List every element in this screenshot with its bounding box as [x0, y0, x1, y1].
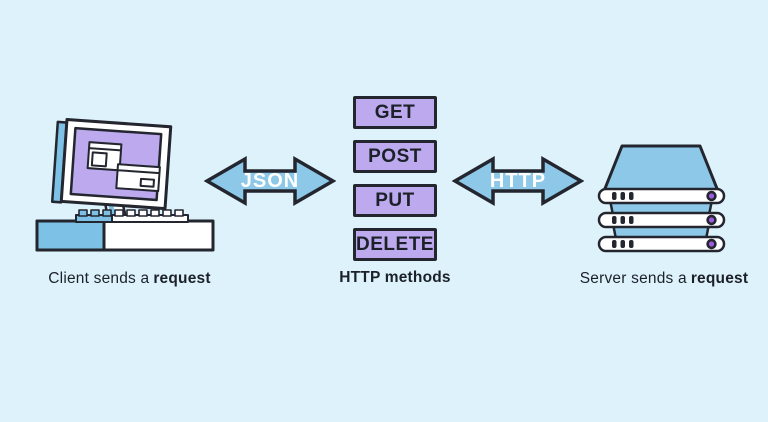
screen-window-2	[115, 163, 161, 193]
http-methods-list: GET POST PUT DELETE	[353, 96, 437, 261]
keyboard-icon	[35, 209, 215, 252]
server-hood	[602, 144, 720, 193]
method-delete: DELETE	[353, 228, 437, 261]
client-caption-text: Client sends a	[48, 270, 150, 287]
server-stack-icon	[597, 144, 726, 253]
double-arrow-icon	[452, 155, 584, 207]
http-arrow-label: HTTP	[489, 169, 547, 192]
json-arrow: JSON	[204, 154, 336, 208]
server-caption-text: Server sends a	[579, 270, 687, 287]
methods-caption: HTTP methods	[339, 269, 451, 286]
method-post: POST	[353, 140, 437, 173]
client-computer-icon	[35, 118, 215, 252]
server-caption-bold: request	[690, 270, 749, 287]
keyboard-keys	[78, 209, 184, 217]
server-bay	[597, 235, 726, 253]
server-bay	[597, 187, 726, 205]
screen-window-1	[86, 141, 123, 172]
server-bay	[597, 211, 726, 229]
http-arrow: HTTP	[452, 154, 584, 208]
double-arrow-icon	[204, 155, 336, 207]
method-get: GET	[353, 96, 437, 129]
monitor-icon	[50, 118, 173, 211]
client-caption-bold: request	[153, 270, 211, 287]
method-put: PUT	[353, 184, 437, 217]
json-arrow-label: JSON	[240, 169, 300, 192]
